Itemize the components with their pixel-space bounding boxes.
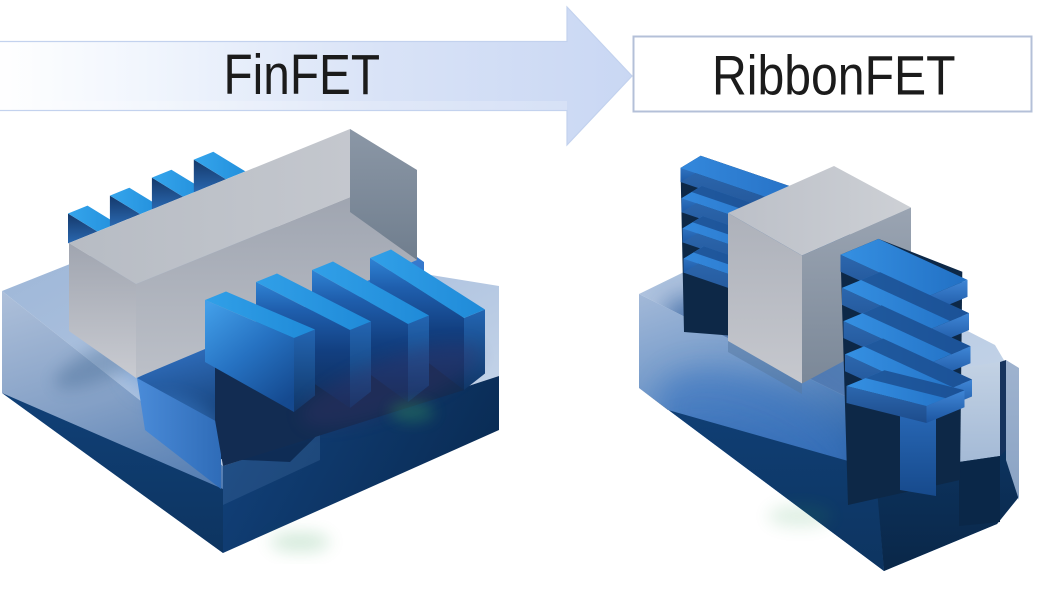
svg-text:RibbonFET: RibbonFET <box>712 44 956 107</box>
svg-text:FinFET: FinFET <box>224 43 381 106</box>
